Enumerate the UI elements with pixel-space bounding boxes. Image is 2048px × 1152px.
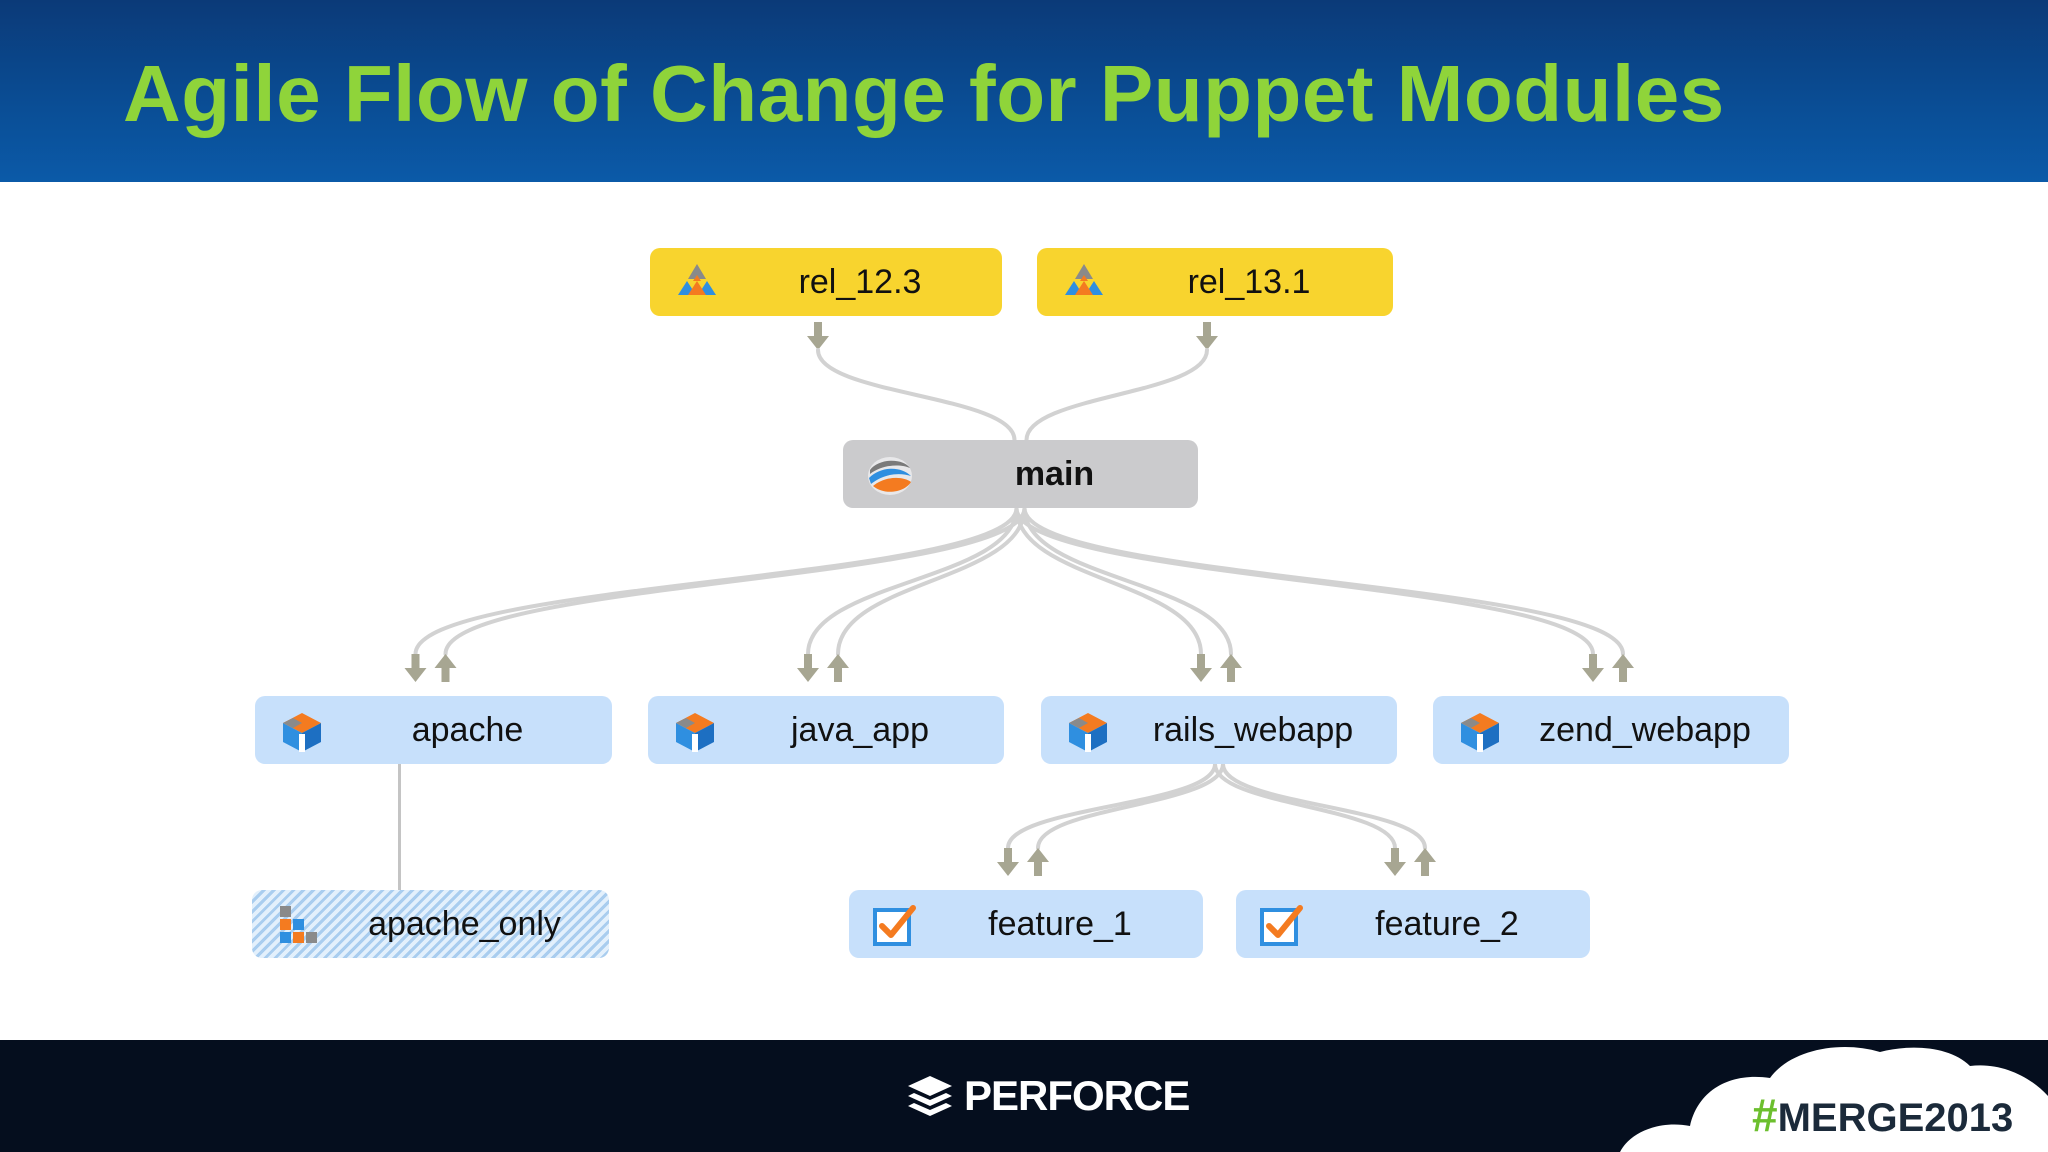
- cube-icon: [283, 713, 321, 752]
- connector-line: [1006, 762, 1217, 850]
- stream-node-apache_only[interactable]: apache_only: [252, 890, 609, 958]
- connector-line: [816, 348, 1017, 442]
- stream-label: rails_webapp: [1152, 711, 1354, 749]
- cube-icon: [1461, 713, 1499, 752]
- perforce-wordmark: PERFORCE: [964, 1072, 1190, 1119]
- slide-title: Agile Flow of Change for Puppet Modules: [123, 49, 1725, 138]
- stream-node-java_app[interactable]: java_app: [648, 696, 1004, 764]
- stream-diagram: rel_12.3 rel_13.1 main apache: [0, 182, 2048, 1040]
- connector-line: [806, 506, 1019, 656]
- connector-line: [1014, 506, 1203, 656]
- connector-line: [1022, 506, 1233, 656]
- stream-node-main[interactable]: main: [843, 440, 1198, 508]
- stream-label: rel_13.1: [1187, 263, 1311, 301]
- blocks-icon: [280, 906, 317, 943]
- stream-label: apache_only: [368, 905, 561, 943]
- checkbox-icon: [873, 905, 916, 946]
- copy-up-arrow: [1027, 848, 1049, 876]
- merge-down-arrow: [1190, 654, 1212, 682]
- merge-down-arrow: [1196, 322, 1218, 350]
- copy-up-arrow: [1414, 848, 1436, 876]
- copy-up-arrow: [1612, 654, 1634, 682]
- stream-node-rel_12_3[interactable]: rel_12.3: [650, 248, 1002, 316]
- stream-node-zend_webapp[interactable]: zend_webapp: [1433, 696, 1789, 764]
- stream-label: rel_12.3: [798, 263, 922, 301]
- stream-node-apache[interactable]: apache: [255, 696, 612, 764]
- hashtag-symbol: #: [1752, 1089, 1778, 1141]
- mainline-swirl-icon: [868, 457, 912, 495]
- copy-up-arrow: [1220, 654, 1242, 682]
- connector-line: [1213, 762, 1397, 850]
- stream-label: apache: [411, 711, 524, 749]
- title-banner: Agile Flow of Change for Puppet Modules: [0, 0, 2048, 182]
- connector-line: [1014, 506, 1595, 656]
- cube-icon: [676, 713, 714, 752]
- merge-down-arrow: [997, 848, 1019, 876]
- stream-node-rails_webapp[interactable]: rails_webapp: [1041, 696, 1397, 764]
- stream-label: feature_1: [988, 905, 1132, 943]
- cloud-shape: [1620, 1047, 2048, 1152]
- perforce-logo: PERFORCE: [904, 1066, 1190, 1126]
- connector-line: [1022, 506, 1625, 656]
- connector-line: [1036, 762, 1225, 850]
- release-triangles-icon: [678, 264, 716, 295]
- merge-down-arrow: [404, 654, 427, 682]
- connector-line: [443, 506, 1027, 656]
- connector-line: [1221, 762, 1427, 850]
- checkbox-icon: [1260, 905, 1303, 946]
- stream-node-feature_2[interactable]: feature_2: [1236, 890, 1590, 958]
- stream-node-feature_1[interactable]: feature_1: [849, 890, 1203, 958]
- copy-up-arrow: [827, 654, 849, 682]
- stream-label: feature_2: [1375, 905, 1519, 943]
- hashtag-text: MERGE2013: [1777, 1096, 2014, 1140]
- merge-down-arrow: [807, 322, 829, 350]
- connector-line: [836, 506, 1027, 656]
- perforce-stack-icon: [908, 1076, 952, 1116]
- event-hashtag: #MERGE2013: [1752, 1088, 2013, 1142]
- release-triangles-icon: [1065, 264, 1103, 295]
- merge-down-arrow: [797, 654, 819, 682]
- merge-down-arrow: [1384, 848, 1406, 876]
- connector-line: [413, 506, 1019, 656]
- stream-label: main: [1014, 455, 1095, 493]
- stream-label: java_app: [790, 711, 929, 749]
- stream-connectors: [398, 322, 1634, 890]
- stream-label: zend_webapp: [1539, 711, 1751, 749]
- cube-icon: [1069, 713, 1107, 752]
- connector-line: [1024, 348, 1209, 442]
- merge-down-arrow: [1582, 654, 1604, 682]
- stream-node-rel_13_1[interactable]: rel_13.1: [1037, 248, 1393, 316]
- footer-bar: PERFORCE #MERGE2013: [0, 1040, 2048, 1152]
- copy-up-arrow: [434, 654, 457, 682]
